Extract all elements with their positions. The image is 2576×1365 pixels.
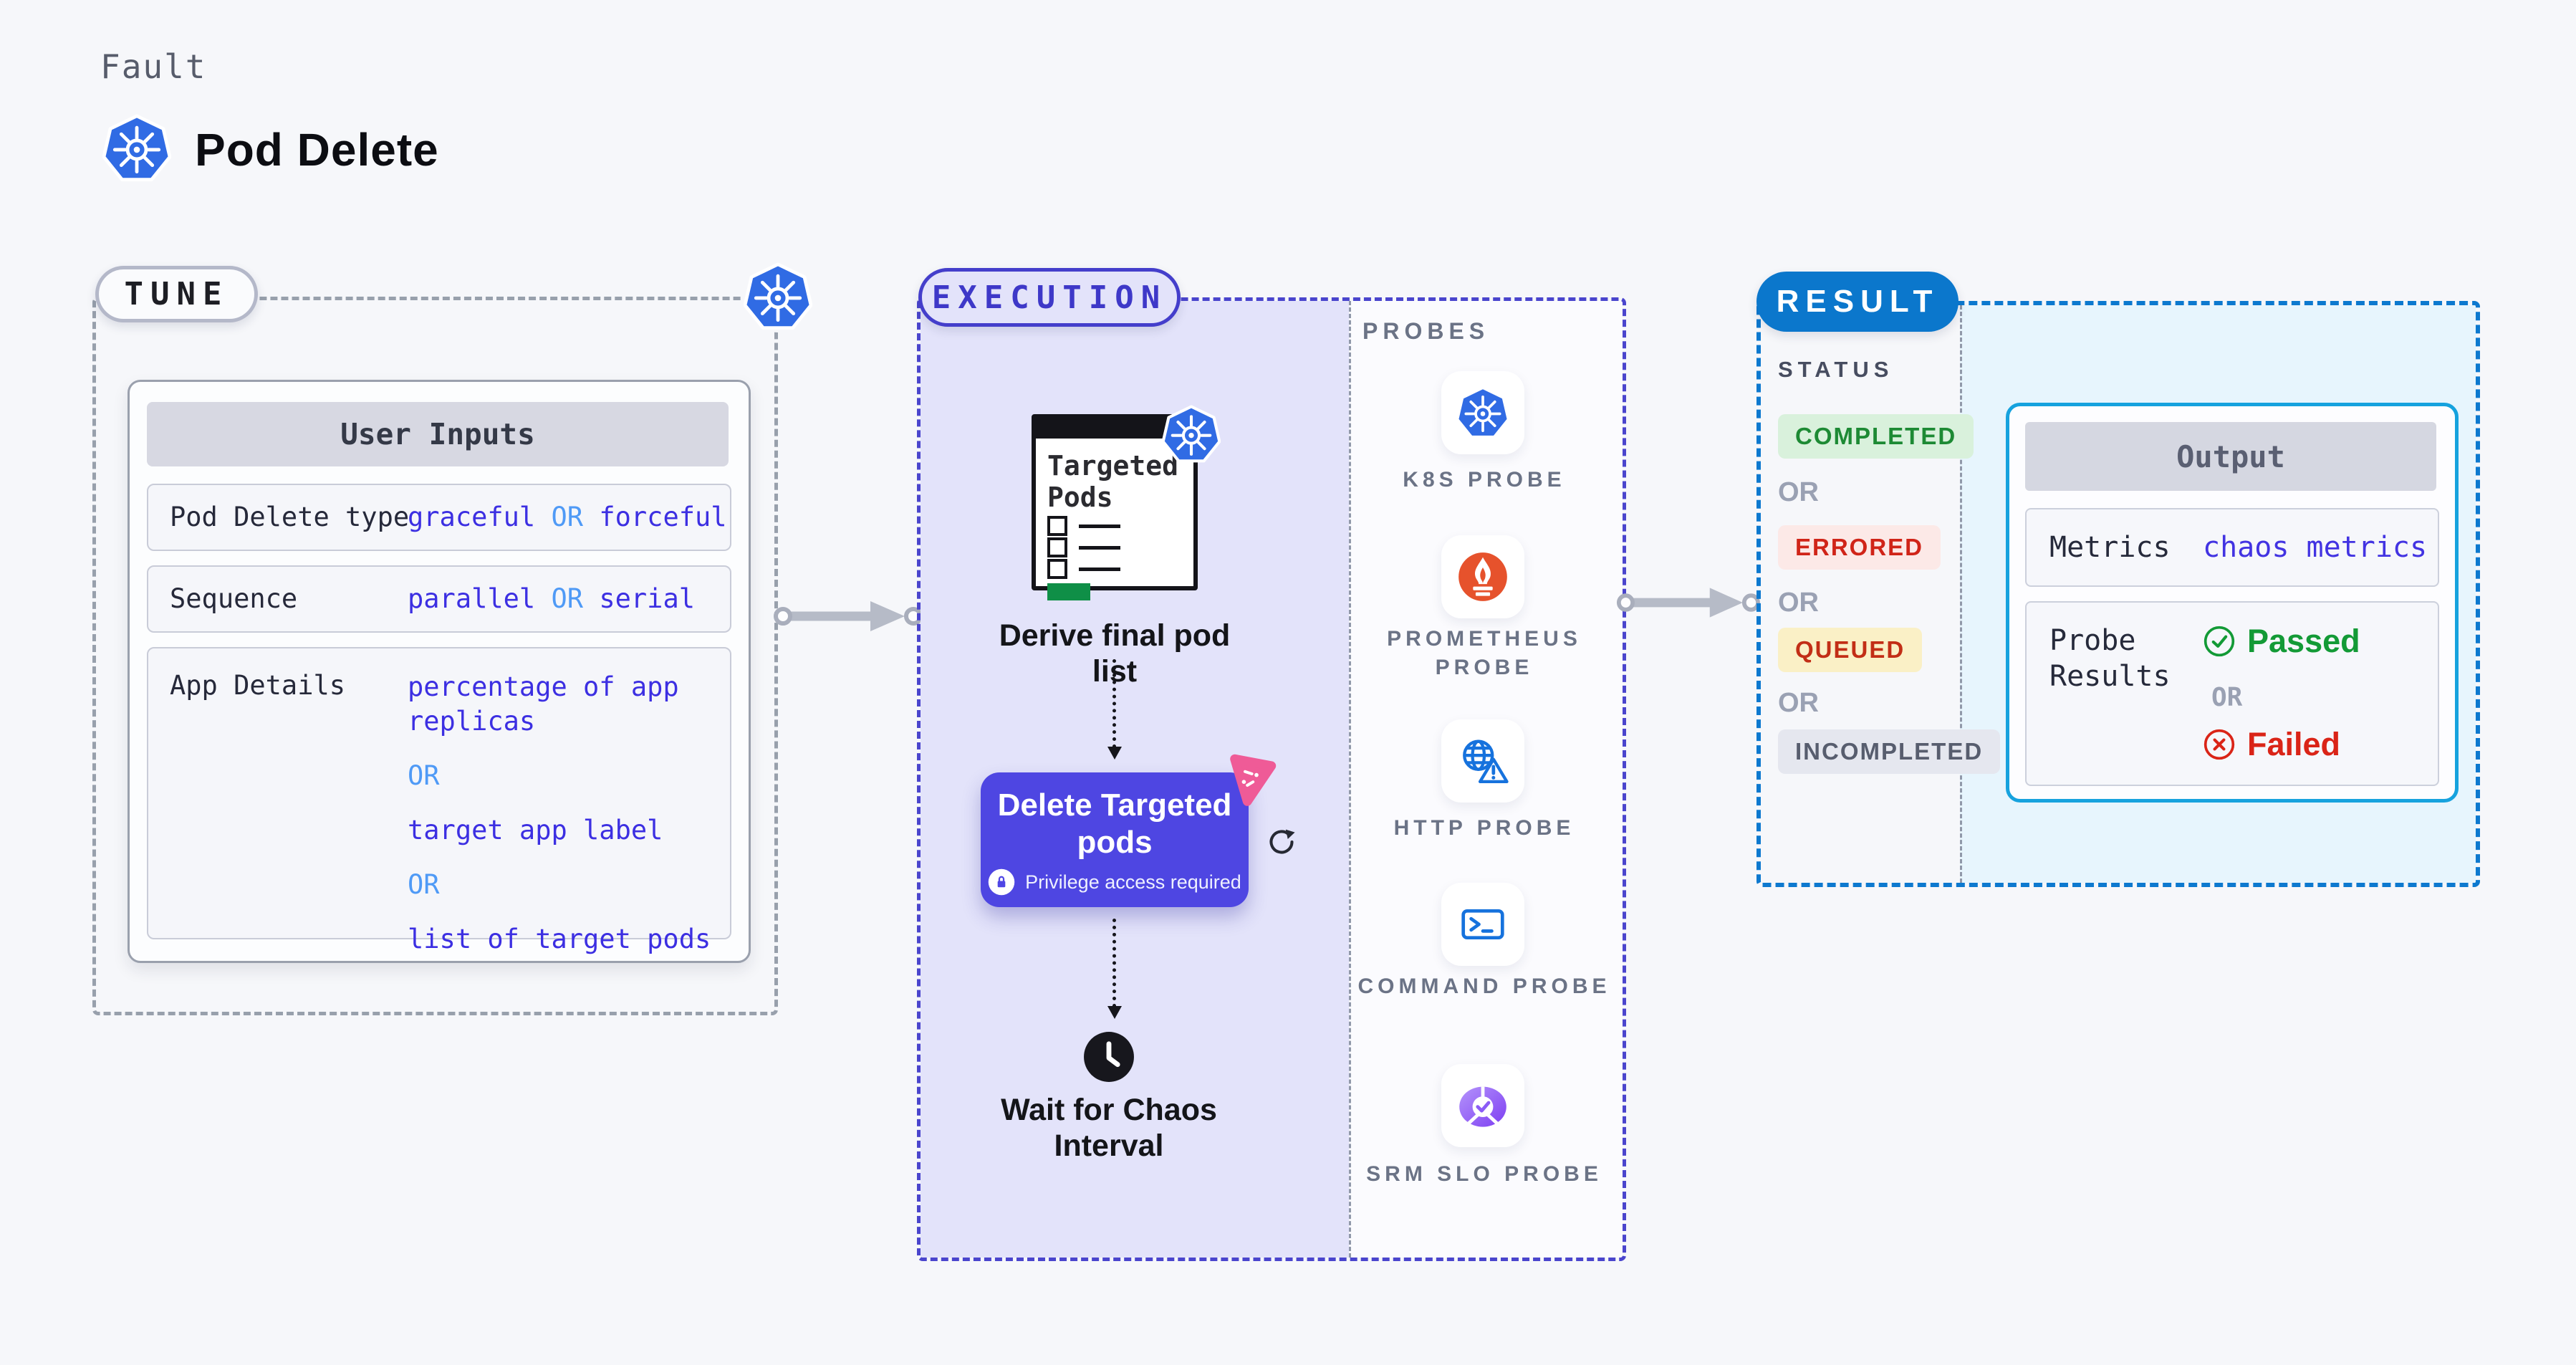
or-connector: OR [1778,588,1819,618]
output-row-metrics: Metrics chaos metrics [2025,508,2439,587]
or-connector: OR [408,760,440,791]
probe-result-passed: Passed [2203,623,2360,660]
metrics-value: chaos metrics [2203,531,2428,564]
probe-card-command [1441,883,1524,966]
user-inputs-header: User Inputs [147,402,729,466]
progress-bar [1047,583,1090,600]
status-column-title: STATUS [1778,357,1894,382]
output-card: Output Metrics chaos metrics Probe Resul… [2006,403,2459,803]
check-circle-icon [2203,625,2236,658]
status-badge-errored: ERRORED [1778,525,1941,570]
lock-icon [988,868,1015,896]
or-connector: OR [551,583,584,614]
derive-step-label: Derive final pod list [999,618,1231,689]
input-row-pod-delete-type: Pod Delete type graceful OR forceful [147,484,731,551]
probe-label: PROMETHEUS PROBE [1387,627,1582,679]
or-connector: OR [2211,683,2243,712]
probe-results-label: Probe Results [2049,624,2171,693]
prometheus-icon [1457,551,1509,603]
kubernetes-icon [744,261,812,332]
dotted-arrow-down [1107,919,1122,1019]
output-header: Output [2025,422,2436,491]
or-connector: OR [1778,688,1819,718]
fault-kicker: Fault [100,47,207,86]
list-line [1079,567,1120,571]
probe-label: HTTP PROBE [1393,816,1575,840]
delete-step-title: Delete Targeted pods [997,787,1232,860]
tune-pill-label: TUNE [124,276,229,312]
or-connector: OR [1778,477,1819,507]
row-value: graceful OR forceful [408,502,727,532]
or-connector: OR [551,502,584,532]
checklist-item [1047,516,1120,536]
status-badge-completed: COMPLETED [1778,414,1974,459]
result-pill-label: RESULT [1776,284,1939,319]
arrow-execution-to-result [1616,581,1764,624]
targeted-pods-title: Targeted Pods [1047,450,1179,513]
row-value: parallel OR serial [408,583,695,614]
input-row-app-details: App Details percentage of app replicas O… [147,647,731,954]
delete-targeted-pods-step: Delete Targeted pods Privilege access re… [981,772,1249,907]
checklist-item [1047,559,1120,579]
x-circle-icon [2203,728,2236,761]
kubernetes-icon [1456,385,1509,440]
tune-pill: TUNE [95,266,258,322]
probe-card-http [1441,719,1524,803]
wait-step-label: Wait for Chaos Interval [1001,1093,1217,1163]
refresh-icon [1261,821,1302,863]
probe-result-failed: Failed [2203,726,2340,763]
row-label: Sequence [170,583,298,614]
result-pill: RESULT [1756,272,1959,332]
status-badge-incompleted: INCOMPLETED [1778,729,2001,774]
probes-column-title: PROBES [1363,318,1490,344]
status-badge-queued: QUEUED [1778,628,1923,672]
dotted-arrow-down [1107,659,1122,760]
checkbox-icon [1047,516,1067,536]
or-connector: OR [408,869,440,900]
srm-slo-probe-icon [1454,1077,1512,1134]
tune-corner-k8s-wrap [744,261,812,332]
user-inputs-card: User Inputs Pod Delete type graceful OR … [128,380,751,963]
probe-card-srm-slo [1441,1064,1524,1147]
probe-label: SRM SLO PROBE [1366,1162,1602,1186]
output-row-probe-results: Probe Results Passed OR Failed [2025,601,2439,786]
list-line [1079,545,1120,550]
page-title: Pod Delete [195,124,439,176]
tune-section [92,297,778,1015]
command-probe-icon [1455,896,1511,952]
execution-pill-label: EXECUTION [931,279,1168,316]
execution-pill: EXECUTION [918,268,1181,327]
probe-card-k8s [1441,371,1524,454]
metrics-label: Metrics [2049,531,2171,564]
kubernetes-icon [102,113,171,183]
row-label: App Details [170,670,346,701]
chaos-logo-icon [1222,751,1279,808]
row-value: percentage of app replicas OR target app… [408,670,716,957]
checkbox-icon [1047,559,1067,579]
probe-label: K8S PROBE [1403,468,1566,492]
http-probe-icon [1455,733,1511,789]
clock-icon [1082,1030,1136,1084]
checklist-item [1047,537,1120,557]
input-row-sequence: Sequence parallel OR serial [147,565,731,633]
row-label: Pod Delete type [170,502,410,532]
kubernetes-icon [1162,404,1221,464]
probe-label: COMMAND PROBE [1357,974,1611,998]
arrow-tune-to-execution [772,595,924,638]
list-line [1079,524,1120,528]
checkbox-icon [1047,537,1067,557]
probe-card-prometheus [1441,535,1524,618]
privilege-note: Privilege access required [981,868,1249,896]
